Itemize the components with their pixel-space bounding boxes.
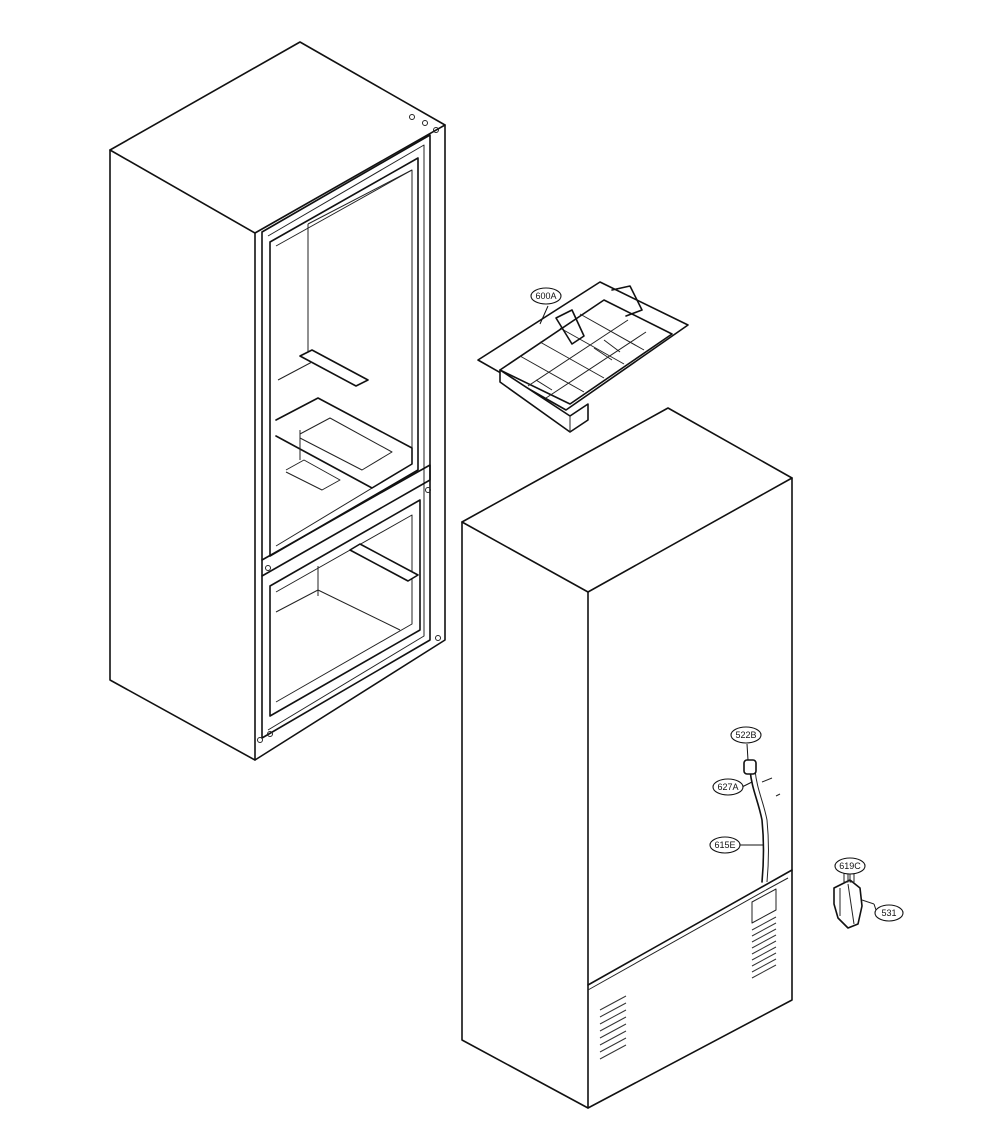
cabinet-outline	[109, 41, 446, 761]
callout-label-619C: 619C	[839, 861, 861, 871]
cabinet-rear	[461, 407, 793, 1109]
cabinet-front-open	[109, 41, 446, 761]
callout-label-522B: 522B	[735, 730, 756, 740]
vent-grille-right	[751, 916, 777, 979]
callout-615E: 615E	[709, 836, 763, 854]
callout-label-627A: 627A	[717, 782, 738, 792]
callout-label-615E: 615E	[714, 840, 735, 850]
callout-619C: 619C	[834, 857, 866, 875]
water-valve-part	[833, 867, 875, 929]
ice-tray-assembly	[477, 281, 689, 433]
water-tube	[749, 769, 765, 883]
callout-522B: 522B	[730, 726, 762, 761]
callout-627A: 627A	[712, 778, 753, 796]
callout-label-531: 531	[881, 908, 896, 918]
callout-531: 531	[873, 903, 904, 922]
vent-grille-left	[599, 995, 627, 1060]
rear-cabinet-outline	[461, 407, 793, 1109]
callout-label-600A: 600A	[535, 291, 556, 301]
callout-600A: 600A	[530, 287, 562, 325]
